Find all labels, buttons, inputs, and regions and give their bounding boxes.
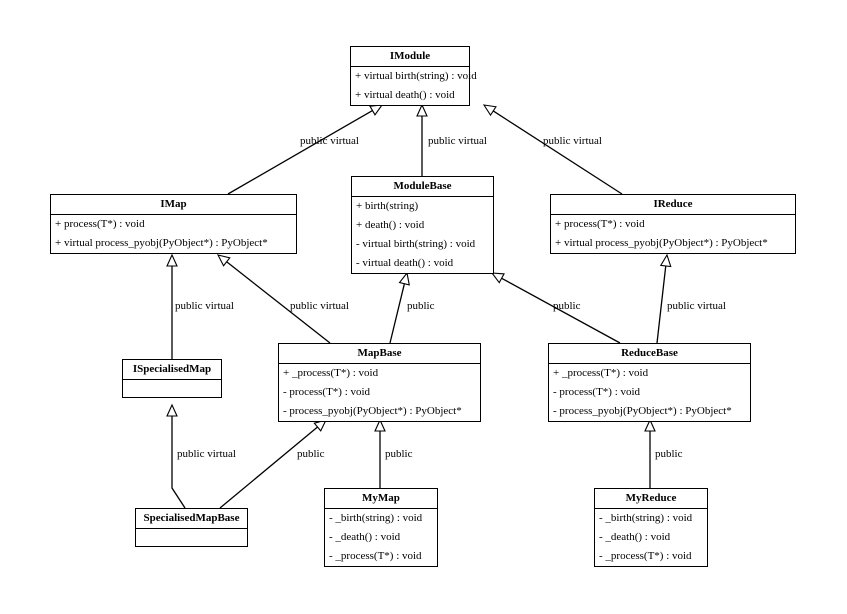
class-name: IMap [51, 195, 296, 215]
class-modulebase[interactable]: ModuleBase + birth(string) + death() : v… [351, 176, 494, 274]
inheritance-arrowhead [398, 271, 410, 286]
inheritance-line [501, 277, 621, 344]
inheritance-arrowhead [166, 253, 178, 267]
relation-label: public [385, 448, 413, 460]
member: - _death() : void [599, 531, 671, 543]
member: + virtual birth(string) : void [355, 70, 477, 82]
relation-label: public virtual [290, 300, 349, 312]
member: + birth(string) [356, 200, 419, 212]
member: - _death() : void [329, 531, 401, 543]
member-list: + birth(string) + death() : void - virtu… [352, 197, 493, 273]
class-name: MyMap [325, 489, 437, 509]
member: - virtual birth(string) : void [356, 238, 476, 250]
inheritance-arrowhead [369, 104, 384, 116]
class-mapbase[interactable]: MapBase + _process(T*) : void - process(… [278, 343, 481, 422]
class-name: ModuleBase [352, 177, 493, 197]
relation-label: public virtual [667, 300, 726, 312]
inheritance-arrowhead [374, 418, 386, 432]
member-list: + _process(T*) : void - process(T*) : vo… [279, 364, 480, 421]
class-myreduce[interactable]: MyReduce - _birth(string) : void - _deat… [594, 488, 708, 567]
class-name: IReduce [551, 195, 795, 215]
class-ispecialisedmap[interactable]: ISpecialisedMap [122, 359, 222, 398]
inheritance-arrowhead [482, 104, 497, 117]
class-ireduce[interactable]: IReduce + process(T*) : void + virtual p… [550, 194, 796, 254]
relation-label: public [655, 448, 683, 460]
member: - process(T*) : void [553, 386, 641, 398]
class-name: MyReduce [595, 489, 707, 509]
relation-label: public virtual [543, 135, 602, 147]
class-name: SpecialisedMapBase [136, 509, 247, 529]
inheritance-arrowhead [166, 403, 178, 417]
relation-label: public [407, 300, 435, 312]
empty-compartment [136, 529, 247, 546]
member-list: + process(T*) : void + virtual process_p… [51, 215, 296, 253]
relation-label: public virtual [428, 135, 487, 147]
member: + process(T*) : void [555, 218, 645, 230]
empty-compartment [123, 380, 221, 397]
member: + process(T*) : void [55, 218, 145, 230]
member: - virtual death() : void [356, 257, 454, 269]
class-mymap[interactable]: MyMap - _birth(string) : void - _death()… [324, 488, 438, 567]
inheritance-arrowhead [216, 254, 231, 267]
class-name: ISpecialisedMap [123, 360, 221, 380]
member: - process_pyobj(PyObject*) : PyObject* [553, 405, 732, 417]
member-list: + process(T*) : void + virtual process_p… [551, 215, 795, 253]
relation-label: public [553, 300, 581, 312]
relation-label: public [297, 448, 325, 460]
inheritance-line [219, 426, 318, 509]
member: + _process(T*) : void [283, 367, 379, 379]
member: - _birth(string) : void [599, 512, 693, 524]
member: - _process(T*) : void [599, 550, 692, 562]
inheritance-line [171, 416, 186, 509]
member: + virtual process_pyobj(PyObject*) : PyO… [555, 237, 768, 249]
inheritance-line [227, 109, 373, 195]
relation-label: public virtual [175, 300, 234, 312]
class-imap[interactable]: IMap + process(T*) : void + virtual proc… [50, 194, 297, 254]
class-specialisedmapbase[interactable]: SpecialisedMapBase [135, 508, 248, 547]
inheritance-arrowhead [644, 418, 656, 432]
member: - _process(T*) : void [329, 550, 422, 562]
inheritance-line [226, 261, 331, 344]
member-list: + _process(T*) : void - process(T*) : vo… [549, 364, 750, 421]
class-imodule[interactable]: IModule + virtual birth(string) : void +… [350, 46, 477, 106]
member: - process(T*) : void [283, 386, 371, 398]
member: + death() : void [356, 219, 425, 231]
class-name: ReduceBase [549, 344, 750, 364]
class-name: IModule [351, 47, 469, 67]
inheritance-line [492, 110, 623, 195]
inheritance-arrowhead [490, 272, 505, 284]
member: - process_pyobj(PyObject*) : PyObject* [283, 405, 462, 417]
member-list: - _birth(string) : void - _death() : voi… [325, 509, 437, 566]
inheritance-arrowhead [659, 253, 672, 268]
member-list: + virtual birth(string) : void + virtual… [351, 67, 477, 105]
member: + _process(T*) : void [553, 367, 649, 379]
member: + virtual death() : void [355, 89, 455, 101]
relation-label: public virtual [300, 135, 359, 147]
inheritance-line [389, 283, 406, 344]
class-name: MapBase [279, 344, 480, 364]
inheritance-line [656, 265, 667, 344]
member-list: - _birth(string) : void - _death() : voi… [595, 509, 707, 566]
member: - _birth(string) : void [329, 512, 423, 524]
inheritance-arrowhead [416, 103, 428, 117]
member: + virtual process_pyobj(PyObject*) : PyO… [55, 237, 268, 249]
relation-label: public virtual [177, 448, 236, 460]
class-reducebase[interactable]: ReduceBase + _process(T*) : void - proce… [548, 343, 751, 422]
